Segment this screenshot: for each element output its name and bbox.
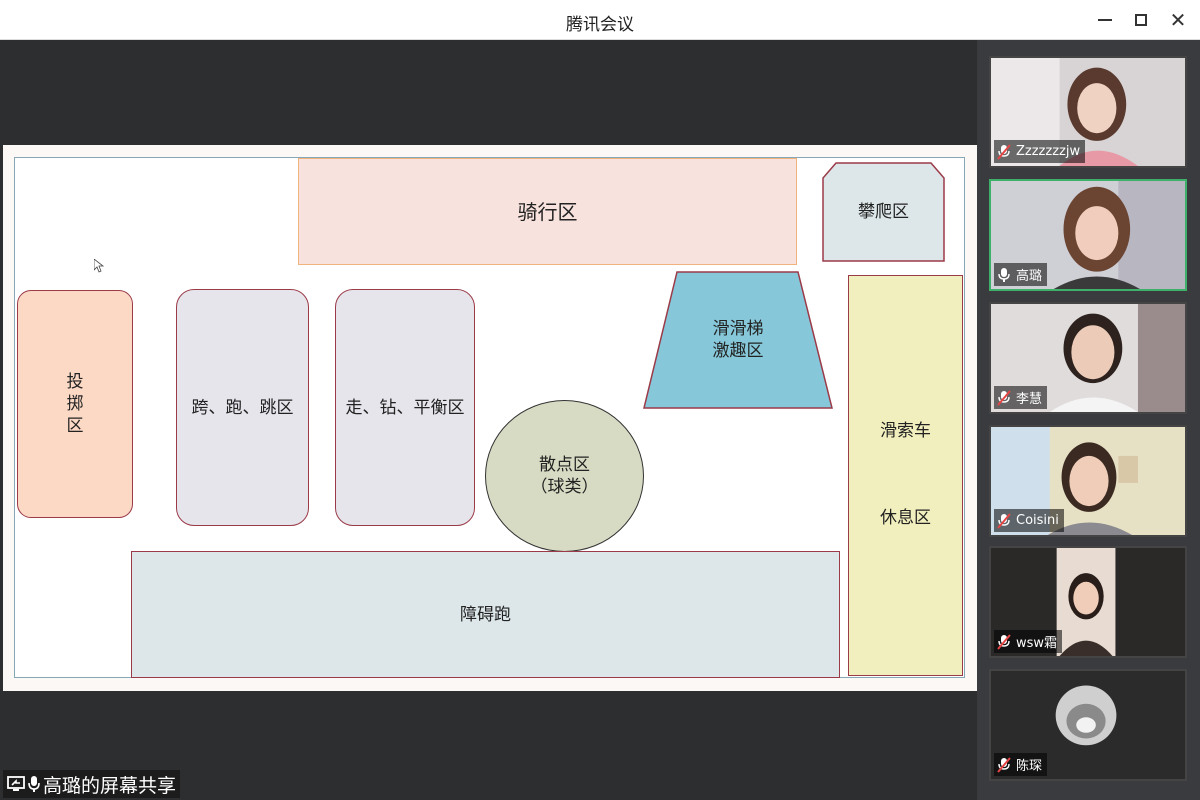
close-button[interactable]: ✕ [1165,8,1191,32]
participant-tile[interactable]: 陈琛 [989,669,1187,781]
participant-name-bar: 李慧 [994,386,1048,409]
muted-mic-icon [997,512,1011,529]
title-bar: 腾讯会议 ✕ [0,0,1200,40]
participant-name-bar: 高璐 [994,263,1048,286]
screen-share-text: 高璐的屏幕共享 [43,774,177,797]
participant-video [991,181,1185,289]
participant-name-bar: 陈琛 [994,753,1048,776]
participant-video [991,304,1185,412]
muted-mic-icon [997,143,1011,160]
participant-tile[interactable]: Coisini [989,425,1187,537]
window-title: 腾讯会议 [566,15,634,35]
balance-zone: 走、钻、平衡区 [335,289,475,526]
participant-name-bar: Coisini [994,509,1064,532]
muted-mic-icon [997,389,1011,406]
throw-zone: 投 掷 区 [17,290,133,518]
rest-label: 休息区 [880,508,931,528]
maximize-button[interactable] [1128,8,1154,32]
shared-screen: 骑行区 攀爬区 投 掷 区 跨、跑、跳区 走、钻、平衡区 滑滑梯 激趣区 散点区… [3,40,977,800]
participant-tile[interactable]: 李慧 [989,302,1187,414]
muted-mic-icon [997,633,1011,650]
climb-zone: 攀爬区 [858,202,909,222]
participant-sidebar: Zzzzzzzjw 高璐 李慧 [977,40,1200,800]
participant-name-bar: wsw霜 [994,630,1063,653]
zipline-rest-zone: 滑索车 休息区 [848,275,963,676]
muted-mic-icon [997,756,1011,773]
participant-tile[interactable]: wsw霜 [989,546,1187,658]
riding-zone: 骑行区 [298,158,797,265]
ball-zone: 散点区 （球类） [485,400,644,552]
close-icon: ✕ [1169,8,1187,32]
maximize-icon [1135,14,1147,26]
mouse-cursor-icon [94,259,104,273]
slide-zone: 滑滑梯 激趣区 [643,271,833,409]
climb-zone-shape [822,162,945,262]
participant-tile[interactable]: Zzzzzzzjw [989,56,1187,168]
slide-zone-shape [643,271,833,409]
microphone-icon [28,776,40,792]
slide-zone-label: 滑滑梯 激趣区 [712,319,764,361]
participant-name-bar: Zzzzzzzjw [994,140,1086,163]
zipline-label: 滑索车 [880,421,931,441]
microphone-icon [998,267,1010,282]
screen-share-label: 高璐的屏幕共享 [3,770,181,798]
screen-share-icon [7,776,25,791]
obstacle-run-zone: 障碍跑 [131,551,840,678]
zone-map: 骑行区 攀爬区 投 掷 区 跨、跑、跳区 走、钻、平衡区 滑滑梯 激趣区 散点区… [14,157,965,678]
minimize-icon [1098,19,1112,21]
jump-run-zone: 跨、跑、跳区 [176,289,309,526]
minimize-button[interactable] [1092,8,1118,32]
shared-slide: 骑行区 攀爬区 投 掷 区 跨、跑、跳区 走、钻、平衡区 滑滑梯 激趣区 散点区… [3,145,977,691]
participant-tile-active[interactable]: 高璐 [989,179,1187,291]
